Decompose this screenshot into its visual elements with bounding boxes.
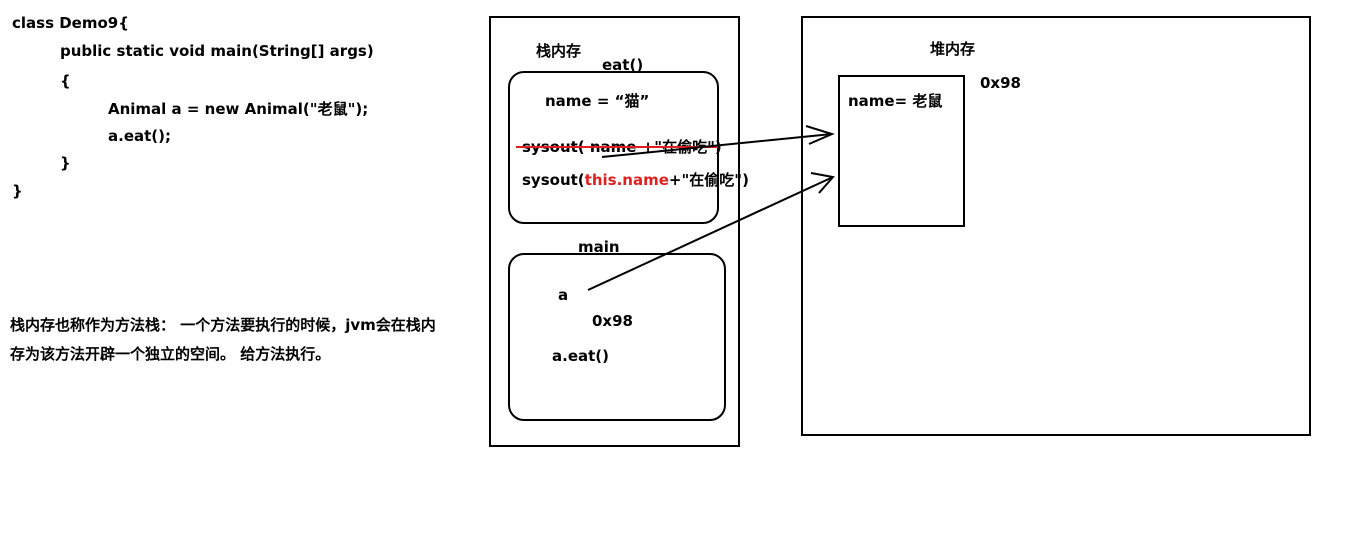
code-line-2: public static void main(String[] args) (60, 42, 374, 60)
eat-struck-sysout: sysout( name +"在偷吃") (522, 138, 722, 156)
code-line-5: a.eat(); (108, 127, 171, 145)
note-line-2: 存为该方法开辟一个独立的空间。 给方法执行。 (10, 345, 331, 363)
heap-object-addr: 0x98 (980, 74, 1021, 92)
code-line-3: { (60, 72, 71, 90)
eat-name-value: name = “猫” (545, 92, 650, 110)
sysout-suffix: +"在偷吃") (668, 171, 749, 189)
heap-object (838, 75, 965, 227)
eat-sysout: sysout(this.name+"在偷吃") (522, 171, 749, 189)
eat-frame-label: eat() (602, 56, 644, 74)
note-line-1: 栈内存也称作为方法栈： 一个方法要执行的时候，jvm会在栈内 (10, 316, 436, 334)
code-line-4: Animal a = new Animal("老鼠"); (108, 100, 369, 118)
code-line-6: } (60, 154, 71, 172)
heap-object-field: name= 老鼠 (848, 92, 943, 110)
main-var-addr: 0x98 (592, 312, 633, 330)
code-line-1: class Demo9{ (12, 14, 129, 32)
stack-memory-title: 栈内存 (536, 42, 582, 60)
sysout-prefix: sysout( (522, 171, 585, 189)
main-var-a: a (558, 286, 569, 304)
heap-memory-title: 堆内存 (930, 40, 976, 58)
main-call: a.eat() (552, 347, 609, 365)
code-line-7: } (12, 182, 23, 200)
this-name: this.name (584, 171, 669, 189)
main-frame (508, 253, 726, 421)
